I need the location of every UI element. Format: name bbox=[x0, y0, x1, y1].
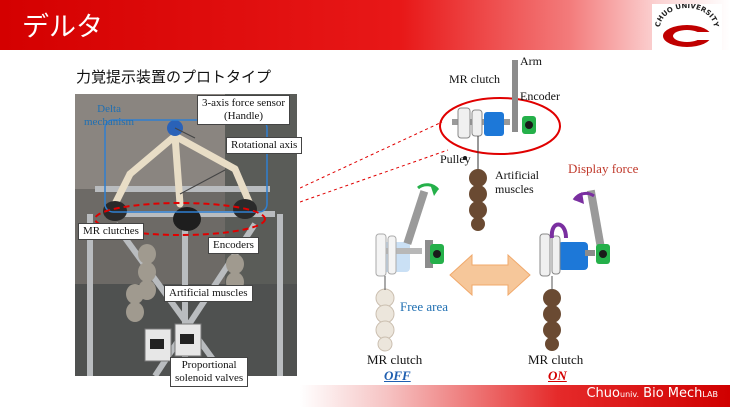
solenoid-valves-label: Proportional solenoid valves bbox=[170, 357, 249, 387]
on-state-label: ON bbox=[548, 368, 567, 383]
mr-clutches-label: MR clutches bbox=[78, 223, 144, 240]
clutch-diagram bbox=[300, 60, 610, 352]
mr-clutch-label: MR clutch bbox=[449, 72, 500, 86]
lab-name: Chuouniv. Bio MechLAB bbox=[586, 386, 718, 401]
subtitle: 力覚提示装置のプロトタイプ bbox=[76, 68, 272, 86]
arm-label: Arm bbox=[520, 54, 542, 68]
mr-clutch-on-label: MR clutch bbox=[528, 352, 584, 367]
free-area-label: Free area bbox=[400, 299, 448, 314]
artificial-muscles-label: Artificial muscles bbox=[164, 285, 253, 302]
display-force-label: Display force bbox=[568, 161, 639, 176]
title-bar bbox=[0, 0, 730, 50]
off-state-label: OFF bbox=[384, 368, 411, 383]
rotational-axis-label: Rotational axis bbox=[226, 137, 303, 154]
slide-title: デルタ bbox=[22, 12, 103, 43]
force-sensor-label: 3-axis force sensor (Handle) bbox=[197, 95, 291, 125]
footer-bar bbox=[300, 385, 730, 407]
pulley-label: Pulley bbox=[440, 152, 471, 166]
mr-clutch-off-label: MR clutch bbox=[367, 352, 423, 367]
artificial-muscles-diagram-label: Artificial muscles bbox=[495, 168, 539, 196]
encoder-label: Encoder bbox=[520, 89, 560, 103]
chuo-university-logo: CHUO UNIVERSITY bbox=[652, 4, 722, 50]
encoders-label: Encoders bbox=[208, 237, 259, 254]
delta-mechanism-label: Delta mechanism bbox=[84, 103, 135, 128]
